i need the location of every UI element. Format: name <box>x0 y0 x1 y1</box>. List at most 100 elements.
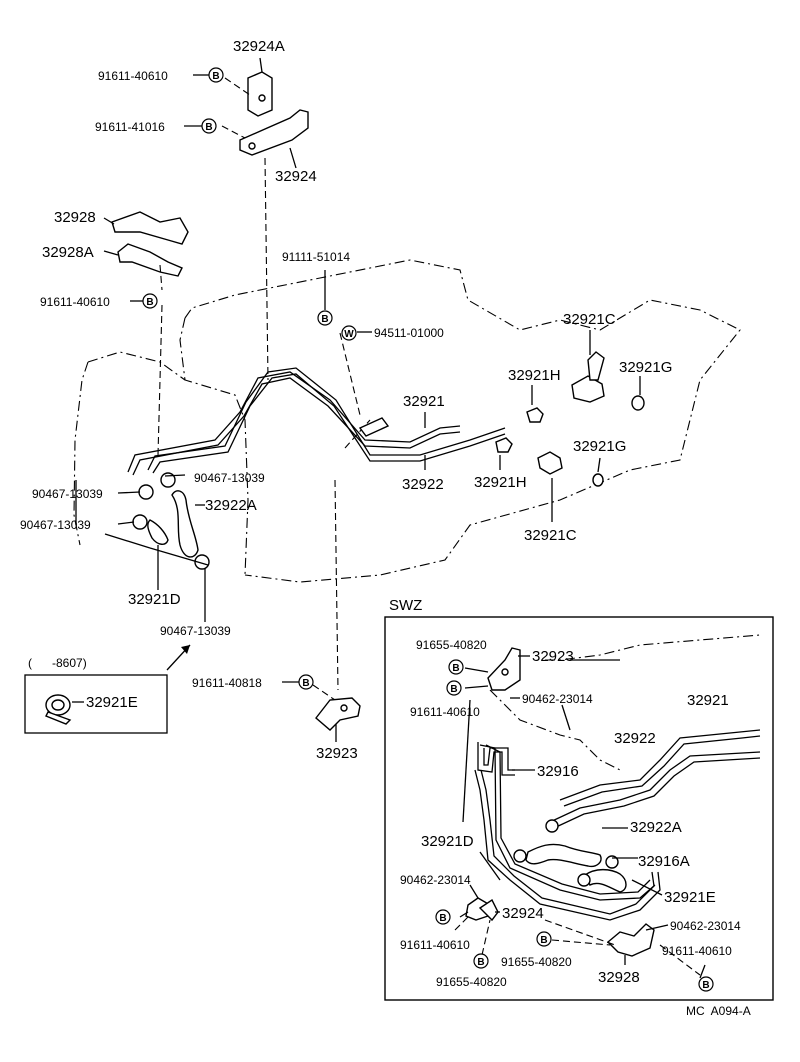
swz-hose-32922A <box>525 843 602 868</box>
swz-title: SWZ <box>389 597 422 614</box>
hose-32922A <box>171 490 199 558</box>
swz-label-91655-40820-c: 91655-40820 <box>436 975 507 989</box>
bolt-symbol-text: B <box>450 684 457 695</box>
label-32921C-top: 32921C <box>563 311 616 328</box>
label-32921: 32921 <box>403 393 445 410</box>
swz-label-32921: 32921 <box>687 692 729 709</box>
label-32921G-bot: 32921G <box>573 438 626 455</box>
washer-symbol-text: W <box>344 329 354 340</box>
label-8607: ( -8607) <box>28 656 87 670</box>
swz-label-91655-40820-a: 91655-40820 <box>416 638 487 652</box>
swz-label-91655-40820-b: 91655-40820 <box>501 955 572 969</box>
clamp-a <box>160 472 176 488</box>
swz-label-32921D: 32921D <box>421 833 474 850</box>
washer-94511-01000: W <box>341 325 357 341</box>
label-90467-13039-b: 90467-13039 <box>32 487 103 501</box>
clamp-32921E <box>45 694 72 725</box>
swz-label-32916A: 32916A <box>638 853 690 870</box>
swz-pipe-32916 <box>477 742 515 776</box>
bolt-symbol-text: B <box>439 913 446 924</box>
bolt-symbol-text: B <box>477 957 484 968</box>
swz-clamp-b <box>513 849 527 863</box>
label-32928: 32928 <box>54 209 96 226</box>
swz-hose-32916A <box>584 868 627 893</box>
bolt-symbol-text: B <box>302 678 309 689</box>
label-32922A: 32922A <box>205 497 257 514</box>
swz-label-90462-23014-b: 90462-23014 <box>400 873 471 887</box>
pipe-32922 <box>147 367 506 474</box>
label-94511-01000: 94511-01000 <box>374 326 444 340</box>
label-90467-13039-d: 90467-13039 <box>160 624 231 638</box>
label-32921C-bot: 32921C <box>524 527 577 544</box>
label-91611-40610-top: 91611-40610 <box>98 69 168 83</box>
bolt-symbol-text: B <box>540 935 547 946</box>
swz-pipe-32921 <box>479 729 761 901</box>
swz-pipe-32922 <box>474 751 761 921</box>
swz-label-32923: 32923 <box>532 648 574 665</box>
bolt-91611-40610-top: B <box>208 67 224 83</box>
swz-label-91611-40610-a: 91611-40610 <box>410 705 480 719</box>
bolt-symbol-text: B <box>321 314 328 325</box>
swz-label-90462-23014-c: 90462-23014 <box>670 919 741 933</box>
swz-label-32921E: 32921E <box>664 889 716 906</box>
hose-32921D <box>147 519 169 545</box>
label-91611-40610-left: 91611-40610 <box>40 295 110 309</box>
swz-clamp-a <box>545 819 559 833</box>
fitting-32921C-top <box>571 351 605 403</box>
body-outline <box>184 259 741 583</box>
body-outline-left <box>179 317 249 576</box>
ring-32921G-top <box>631 395 645 411</box>
label-32921H-top: 32921H <box>508 367 561 384</box>
swz-label-91611-40610-c: 91611-40610 <box>662 944 732 958</box>
swz-bolt-91611-40610-c: B <box>698 976 714 992</box>
swz-label-32916: 32916 <box>537 763 579 780</box>
bolt-symbol-text: B <box>212 71 219 82</box>
diagram-code: MC A094-A <box>686 1004 751 1018</box>
label-32922: 32922 <box>402 476 444 493</box>
label-32924: 32924 <box>275 168 317 185</box>
bracket-32928A <box>117 243 183 277</box>
label-32923: 32923 <box>316 745 358 762</box>
label-90467-13039-c: 90467-13039 <box>20 518 91 532</box>
label-90467-13039-a: 90467-13039 <box>194 471 265 485</box>
bolt-91611-41016: B <box>201 118 217 134</box>
swz-clamp-d <box>577 873 591 887</box>
swz-clamp-c <box>605 855 619 869</box>
bolt-symbol-text: B <box>452 663 459 674</box>
label-32921D: 32921D <box>128 591 181 608</box>
swz-bolt-91655-40820-b: B <box>536 931 552 947</box>
label-91111-51014: 91111-51014 <box>282 250 350 264</box>
swz-bolt-91655-40820-c: B <box>473 953 489 969</box>
clamp-c <box>132 514 148 530</box>
bracket-32924A <box>247 71 273 117</box>
label-91611-41016: 91611-41016 <box>95 120 165 134</box>
clip-pipe <box>358 417 390 437</box>
nut-32921H-bot <box>495 437 513 453</box>
label-32921G-top: 32921G <box>619 359 672 376</box>
swz-label-32922A: 32922A <box>630 819 682 836</box>
bracket-32923 <box>315 697 361 731</box>
bolt-91611-40818: B <box>298 674 314 690</box>
swz-label-32922: 32922 <box>614 730 656 747</box>
label-32921H-bot: 32921H <box>474 474 527 491</box>
fitting-32921C-bot <box>537 451 563 475</box>
label-32928A: 32928A <box>42 244 94 261</box>
bolt-symbol-text: B <box>702 980 709 991</box>
swz-bolt-91611-40610-a: B <box>446 680 462 696</box>
clamp-d <box>194 554 210 570</box>
bolt-91611-40610-left: B <box>142 293 158 309</box>
label-32924A: 32924A <box>233 38 285 55</box>
swz-bracket-32928 <box>606 923 655 957</box>
bolt-symbol-text: B <box>146 297 153 308</box>
swz-label-32924: 32924 <box>502 905 544 922</box>
bolt-symbol-text: B <box>205 122 212 133</box>
swz-bolt-91655-40820-a: B <box>448 659 464 675</box>
ring-32921G-bot <box>592 473 604 487</box>
bracket-32924 <box>239 109 309 156</box>
swz-label-91611-40610-b: 91611-40610 <box>400 938 470 952</box>
label-91611-40818: 91611-40818 <box>192 676 262 690</box>
swz-label-32928: 32928 <box>598 969 640 986</box>
nut-32921H-top <box>526 407 544 423</box>
clamp-b <box>138 484 154 500</box>
